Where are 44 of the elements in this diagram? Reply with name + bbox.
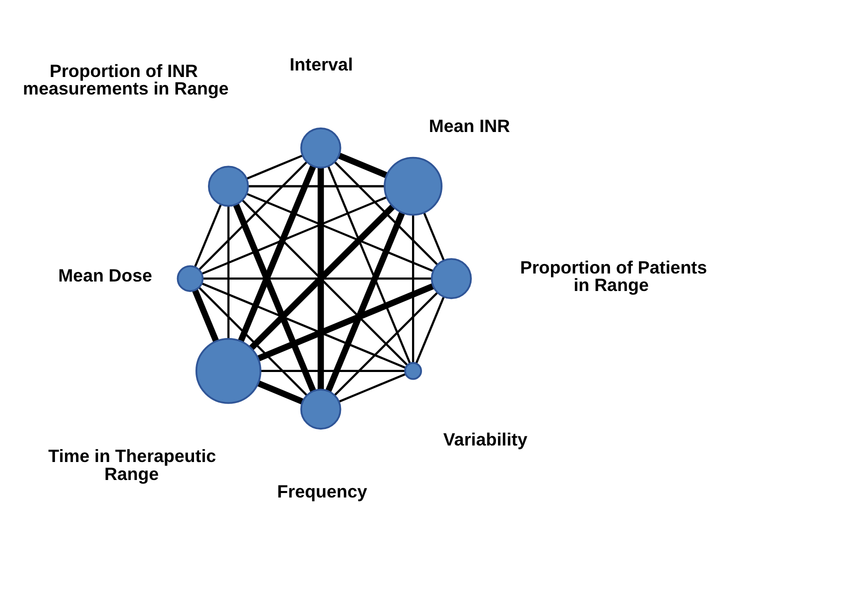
connector: [202, 282, 406, 368]
connector: [318, 167, 324, 390]
connector: [202, 277, 432, 280]
node-circle: [430, 258, 472, 299]
node-label: Frequency: [277, 481, 368, 502]
node-label: Mean Dose: [58, 264, 152, 285]
connector: [325, 211, 405, 392]
connector: [338, 372, 406, 402]
node-circle: [300, 388, 342, 430]
node-label: Time in Therapeutic Range: [48, 446, 216, 484]
connector: [334, 291, 438, 396]
node-label: Proportion of INR measurements in Range: [22, 60, 229, 98]
connector: [227, 206, 230, 338]
node-label: Mean INR: [428, 116, 510, 136]
connector: [412, 214, 414, 362]
connector: [246, 154, 303, 180]
node-circle: [208, 165, 249, 206]
connector: [327, 166, 412, 364]
node-circle: [384, 156, 442, 216]
node-circle: [195, 338, 262, 404]
connector: [338, 152, 388, 178]
connector: [415, 296, 445, 363]
connector: [256, 282, 434, 362]
connector: [201, 196, 388, 274]
connector: [249, 204, 395, 350]
connector: [194, 204, 222, 267]
node-label: Interval: [290, 54, 353, 74]
node-label: Variability: [443, 429, 528, 450]
connector: [246, 192, 434, 272]
connector: [260, 369, 405, 372]
connector: [423, 212, 445, 260]
node-circle: [404, 362, 422, 380]
connector: [242, 199, 408, 366]
node-circle: [176, 264, 204, 292]
connector: [192, 288, 219, 342]
connector: [198, 286, 308, 396]
connector: [334, 161, 438, 265]
connector: [233, 203, 316, 392]
node-label: Proportion of Patients in Range: [520, 256, 708, 295]
connector: [238, 164, 316, 342]
connector: [198, 160, 308, 270]
connector: [248, 184, 384, 187]
connector: [257, 380, 304, 404]
node-circle: [300, 127, 342, 168]
